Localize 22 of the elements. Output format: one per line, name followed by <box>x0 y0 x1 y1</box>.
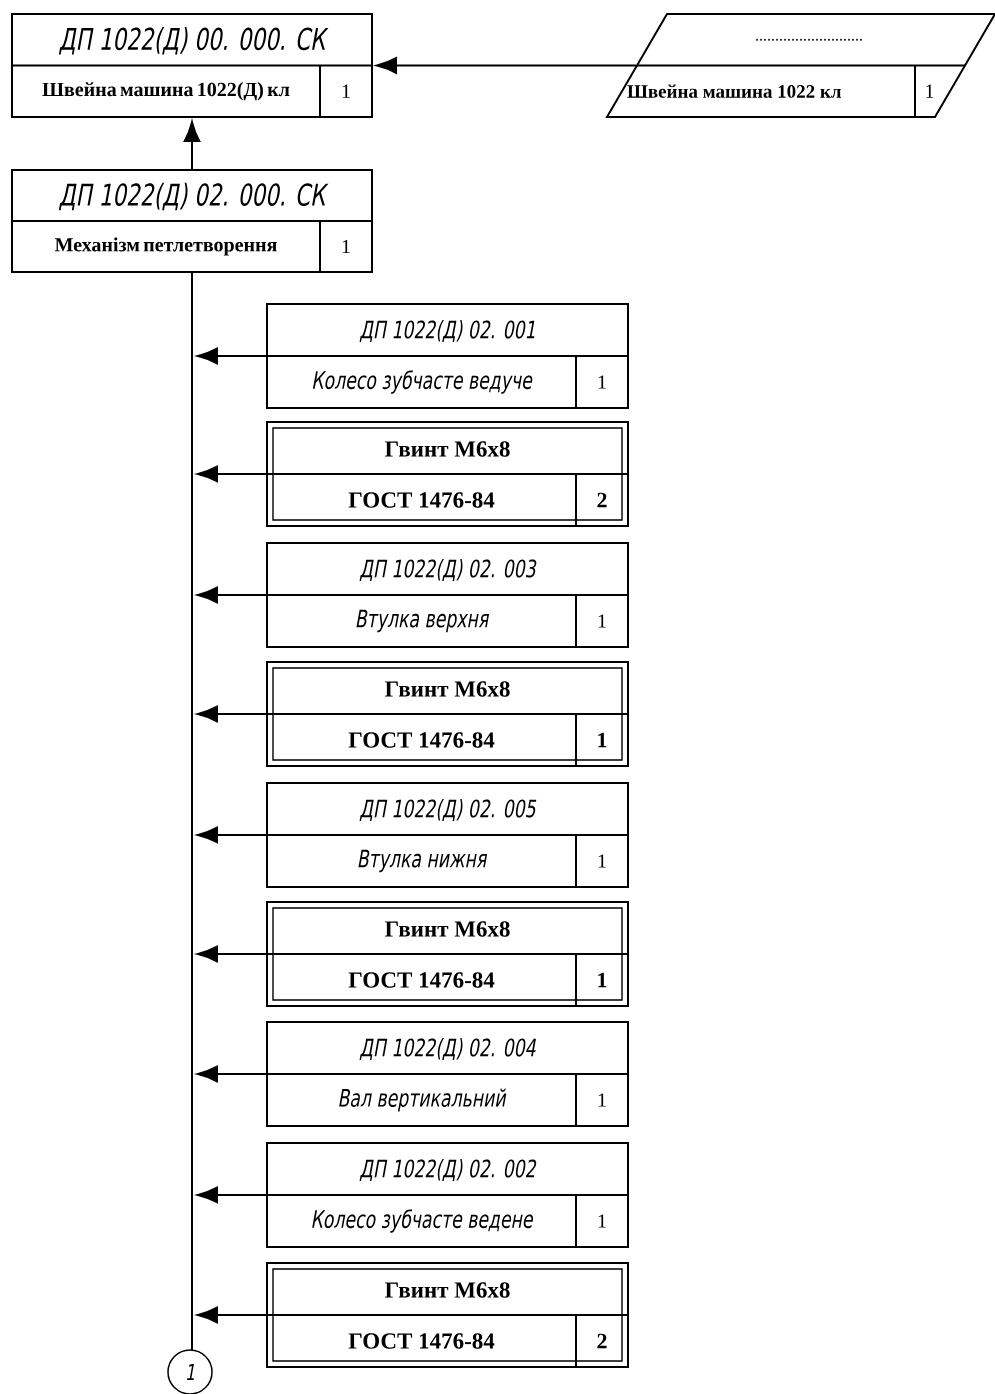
arrow <box>197 1306 267 1324</box>
standard-part-box: Гвинт М6х8 ГОСТ 1476-84 1 <box>266 661 629 767</box>
part-box: ДП 1022(Д) 02. 005 Втулка нижня 1 <box>266 782 629 888</box>
part-box: ДП 1022(Д) 02. 004 Вал вертикальний 1 <box>266 1021 629 1127</box>
arrow <box>183 121 201 170</box>
part-box: ДП 1022(Д) 02. 003 Втулка верхня 1 <box>266 542 629 648</box>
arrow <box>197 586 267 604</box>
assembly-box: ДП 1022(Д) 02. 000. СК Механізм петлетворення 1 <box>11 169 373 273</box>
part-box: ДП 1022(Д) 02. 002 Колесо зубчасте ведене 1 <box>266 1142 629 1248</box>
standard-part-box: Гвинт М6х8 ГОСТ 1476-84 2 <box>266 421 629 527</box>
arrow <box>197 945 267 963</box>
part-box: ДП 1022(Д) 02. 001 Колесо зубчасте ведуче 1 <box>266 303 629 409</box>
arrow <box>197 347 267 365</box>
arrow <box>197 705 267 723</box>
standard-part-box: Гвинт М6х8 ГОСТ 1476-84 1 <box>266 901 629 1007</box>
arrow <box>197 826 267 844</box>
arrow <box>197 1065 267 1083</box>
standard-part-box: Гвинт М6х8 ГОСТ 1476-84 2 <box>266 1262 629 1368</box>
assembly-box: ДП 1022(Д) 00. 000. СК Швейна машина 1022(Д) кл 1 <box>11 13 373 118</box>
trunk-line <box>191 272 193 1350</box>
arrow <box>197 465 267 483</box>
arrow <box>197 1186 267 1204</box>
